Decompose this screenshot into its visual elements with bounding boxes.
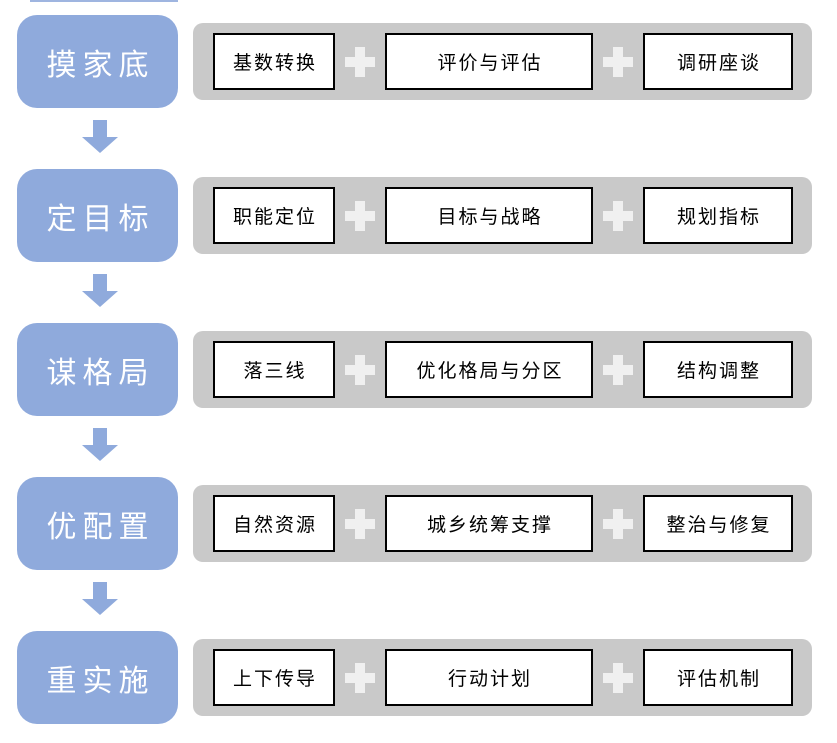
step-box: 职能定位 bbox=[213, 187, 335, 244]
step-box: 落三线 bbox=[213, 341, 335, 398]
step-label: 职能定位 bbox=[232, 207, 317, 228]
plus-icon bbox=[345, 200, 375, 231]
stage-box-5: 重实施 bbox=[17, 631, 178, 724]
stage-label: 谋格局 bbox=[46, 356, 155, 390]
step-box: 整治与修复 bbox=[643, 495, 793, 552]
step-box: 上下传导 bbox=[213, 649, 335, 706]
step-box: 优化格局与分区 bbox=[385, 341, 593, 398]
plus-icon bbox=[603, 508, 633, 539]
step-label: 结构调整 bbox=[676, 361, 761, 382]
stage-box-2: 定目标 bbox=[17, 169, 178, 262]
top-edge-artifact bbox=[30, 0, 178, 2]
plus-gap bbox=[335, 662, 385, 693]
step-label: 自然资源 bbox=[232, 515, 317, 536]
plus-gap bbox=[593, 508, 643, 539]
process-bar-4: 自然资源 城乡统筹支撑 整治与修复 bbox=[193, 485, 812, 562]
arrow-gap bbox=[0, 262, 837, 323]
down-arrow-icon bbox=[82, 274, 118, 307]
stage-label: 重实施 bbox=[46, 664, 155, 698]
down-arrow-icon bbox=[82, 120, 118, 153]
step-box: 自然资源 bbox=[213, 495, 335, 552]
plus-icon bbox=[603, 46, 633, 77]
stage-row-1: 摸家底 基数转换 评价与评估 调研座谈 bbox=[17, 15, 812, 108]
step-label: 调研座谈 bbox=[676, 53, 761, 74]
down-arrow-icon bbox=[82, 582, 118, 615]
plus-gap bbox=[593, 200, 643, 231]
step-box: 行动计划 bbox=[385, 649, 593, 706]
step-label: 评估机制 bbox=[676, 669, 761, 690]
stage-row-4: 优配置 自然资源 城乡统筹支撑 整治与修复 bbox=[17, 477, 812, 570]
plus-icon bbox=[603, 662, 633, 693]
step-label: 城乡统筹支撑 bbox=[426, 515, 553, 536]
plus-gap bbox=[335, 200, 385, 231]
process-bar-3: 落三线 优化格局与分区 结构调整 bbox=[193, 331, 812, 408]
stage-label: 定目标 bbox=[46, 202, 155, 236]
plus-gap bbox=[593, 354, 643, 385]
stage-box-1: 摸家底 bbox=[17, 15, 178, 108]
arrow-gap bbox=[0, 570, 837, 631]
step-box: 评估机制 bbox=[643, 649, 793, 706]
step-label: 优化格局与分区 bbox=[416, 361, 564, 382]
down-arrow-icon bbox=[82, 428, 118, 461]
step-label: 上下传导 bbox=[232, 669, 317, 690]
plus-icon bbox=[603, 200, 633, 231]
stage-row-5: 重实施 上下传导 行动计划 评估机制 bbox=[17, 631, 812, 724]
plus-gap bbox=[335, 46, 385, 77]
stage-row-3: 谋格局 落三线 优化格局与分区 结构调整 bbox=[17, 323, 812, 416]
plus-icon bbox=[345, 354, 375, 385]
step-box: 基数转换 bbox=[213, 33, 335, 90]
stage-box-3: 谋格局 bbox=[17, 323, 178, 416]
step-label: 整治与修复 bbox=[666, 515, 772, 536]
plus-gap bbox=[335, 508, 385, 539]
stage-box-4: 优配置 bbox=[17, 477, 178, 570]
stage-row-2: 定目标 职能定位 目标与战略 规划指标 bbox=[17, 169, 812, 262]
step-label: 落三线 bbox=[243, 361, 307, 382]
step-box: 调研座谈 bbox=[643, 33, 793, 90]
arrow-gap bbox=[0, 108, 837, 169]
step-label: 基数转换 bbox=[232, 53, 317, 74]
process-bar-5: 上下传导 行动计划 评估机制 bbox=[193, 639, 812, 716]
step-label: 评价与评估 bbox=[437, 53, 543, 74]
plus-gap bbox=[335, 354, 385, 385]
step-label: 行动计划 bbox=[447, 669, 532, 690]
plus-icon bbox=[345, 508, 375, 539]
step-box: 规划指标 bbox=[643, 187, 793, 244]
stage-label: 摸家底 bbox=[46, 48, 155, 82]
step-box: 城乡统筹支撑 bbox=[385, 495, 593, 552]
step-label: 规划指标 bbox=[676, 207, 761, 228]
process-bar-2: 职能定位 目标与战略 规划指标 bbox=[193, 177, 812, 254]
plus-icon bbox=[603, 354, 633, 385]
step-label: 目标与战略 bbox=[437, 207, 543, 228]
plus-gap bbox=[593, 46, 643, 77]
arrow-gap bbox=[0, 416, 837, 477]
step-box: 目标与战略 bbox=[385, 187, 593, 244]
step-box: 评价与评估 bbox=[385, 33, 593, 90]
process-bar-1: 基数转换 评价与评估 调研座谈 bbox=[193, 23, 812, 100]
plus-gap bbox=[593, 662, 643, 693]
plus-icon bbox=[345, 662, 375, 693]
stage-label: 优配置 bbox=[46, 510, 155, 544]
step-box: 结构调整 bbox=[643, 341, 793, 398]
plus-icon bbox=[345, 46, 375, 77]
